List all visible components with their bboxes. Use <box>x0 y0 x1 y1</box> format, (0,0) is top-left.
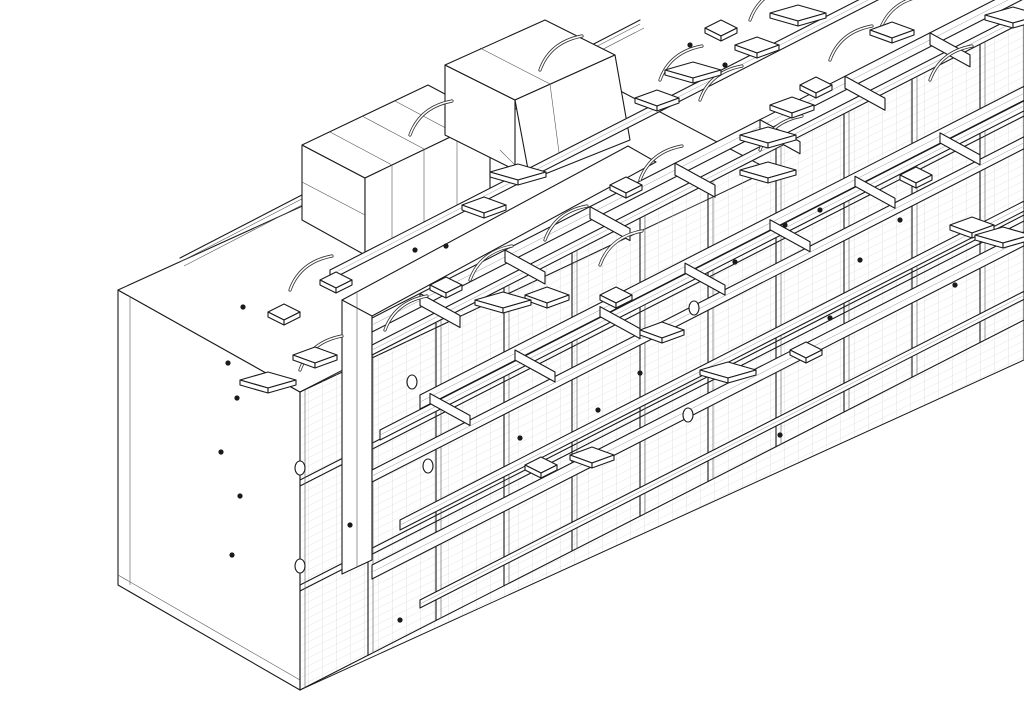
duct-centerline <box>399 205 1024 526</box>
fitting-dot <box>857 257 863 263</box>
diffuser-side <box>767 134 797 149</box>
fitting-dot <box>397 617 403 623</box>
duct-branch <box>854 175 896 209</box>
diffuser-side <box>656 97 680 112</box>
diffuser-side <box>540 464 558 479</box>
diffuser-side <box>720 27 738 42</box>
diffuser-side <box>791 104 815 119</box>
fitting-dot <box>412 247 418 253</box>
fitting-dot <box>225 360 231 366</box>
duct-branch <box>844 75 886 111</box>
flex-duct-inner <box>539 35 583 71</box>
flex-duct-inner <box>544 205 588 241</box>
fitting-dot <box>827 315 833 321</box>
duct-branch <box>514 349 556 383</box>
fitting-dot <box>240 304 246 310</box>
diffuser-side <box>727 369 757 384</box>
flex-duct-inner <box>599 230 643 266</box>
duct-branch <box>504 249 546 285</box>
duct-branch <box>674 162 716 198</box>
duct-centerline <box>371 0 1009 326</box>
fitting-dot <box>229 552 235 558</box>
fitting-dot <box>237 493 243 499</box>
diffuser-side <box>915 174 933 189</box>
flex-duct-inner <box>469 245 513 281</box>
flex-duct-inner <box>829 25 873 61</box>
diffuser-side <box>591 454 615 469</box>
duct-centerline <box>419 295 1024 605</box>
diffuser-side <box>891 29 915 44</box>
duct-branch <box>589 206 631 242</box>
diffuser-side <box>502 299 532 314</box>
fitting-dot <box>517 435 523 441</box>
diffuser-side <box>314 354 338 369</box>
diffuser-side <box>692 69 722 84</box>
diffuser-side <box>767 169 797 184</box>
duct-centerline <box>371 238 1024 573</box>
flex-duct-inner <box>749 0 765 21</box>
diffuser-side <box>615 294 633 309</box>
fitting-dot <box>637 370 643 376</box>
fitting-dot <box>777 432 783 438</box>
flex-duct <box>828 24 874 62</box>
fitting-dot <box>443 243 449 249</box>
duct-branch <box>684 262 726 296</box>
fitting-dot <box>218 449 224 455</box>
duct-centerline <box>419 93 1024 403</box>
rooftop-unit-left <box>301 84 491 256</box>
diffuser-side <box>625 184 643 199</box>
diffuser-side <box>483 204 507 219</box>
duct-branch <box>429 392 471 427</box>
flex-duct-inner <box>639 145 683 181</box>
flex-duct-inner <box>659 45 703 81</box>
fitting-dot <box>347 522 353 528</box>
diffuser-side <box>1002 236 1024 249</box>
duct-branch <box>419 292 461 329</box>
diffuser-side <box>797 12 827 27</box>
round-duct-ends <box>294 300 700 574</box>
diffuser-side <box>1012 19 1024 29</box>
fitting-dot <box>234 395 240 401</box>
rooftop-unit-right <box>444 19 631 181</box>
flex-duct-inner <box>699 65 743 101</box>
duct-centerline <box>379 105 1024 436</box>
fitting-dot <box>687 42 693 48</box>
diffuser-boxes <box>239 4 1024 479</box>
fitting-dot <box>732 259 738 265</box>
flex-duct-inner <box>289 255 333 291</box>
flex-ducts <box>288 0 974 372</box>
duct-riser <box>341 145 657 575</box>
diffuser-side <box>756 44 780 59</box>
flex-duct-inner <box>409 100 453 136</box>
flex-duct-inner <box>929 45 973 81</box>
diffuser-side <box>661 329 685 344</box>
fitting-dot <box>722 62 728 68</box>
fittings <box>218 42 958 623</box>
duct-run <box>371 0 1023 333</box>
fitting-dot <box>897 217 903 223</box>
flex-duct-inner <box>384 295 428 331</box>
diffuser-side <box>335 279 353 294</box>
diffuser-side <box>267 379 297 394</box>
diffuser-side <box>517 171 547 186</box>
fitting-dot <box>952 282 958 288</box>
duct-branch <box>929 32 971 68</box>
duct-branch <box>769 219 811 253</box>
fitting-dot <box>782 222 788 228</box>
diffuser-side <box>805 349 823 364</box>
fitting-dot <box>595 407 601 413</box>
duct-branch <box>939 132 981 166</box>
fitting-dot <box>817 207 823 213</box>
diffuser-side <box>546 294 570 309</box>
diffuser-side <box>445 284 463 299</box>
diffuser-side <box>815 84 833 99</box>
duct-branch <box>599 306 641 340</box>
diffuser-side <box>283 311 301 326</box>
